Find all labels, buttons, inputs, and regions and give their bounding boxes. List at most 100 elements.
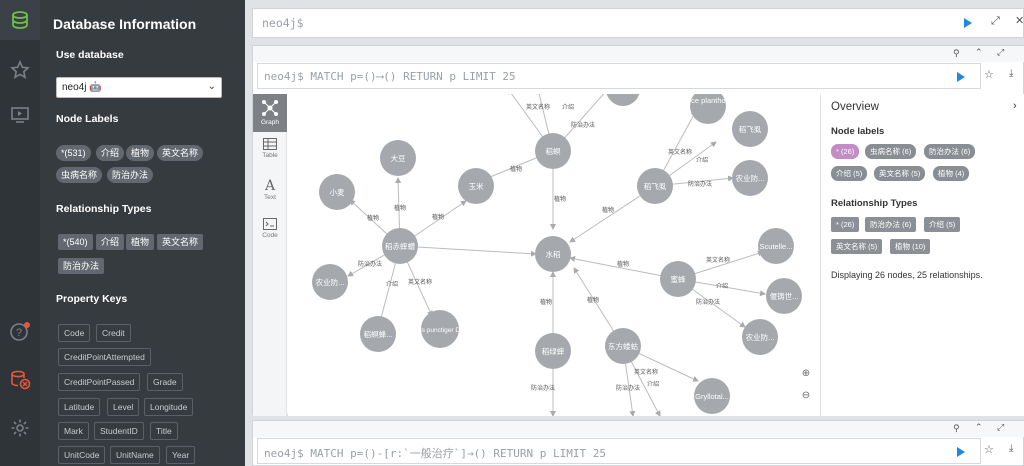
frame-query-bar[interactable]: neo4j$ MATCH p=()⟶() RETURN p LIMIT 25: [257, 63, 981, 89]
node-label-chip[interactable]: 介绍: [96, 145, 125, 161]
overview-node-chip[interactable]: 虫病名称 (6): [865, 144, 917, 159]
zoom-in-icon[interactable]: ⊕: [801, 368, 811, 379]
graph-node[interactable]: [637, 168, 673, 204]
node-label-chip[interactable]: 虫病名称: [56, 167, 103, 183]
property-key-chip[interactable]: Longitude: [144, 398, 194, 416]
property-key-chip[interactable]: Title: [150, 422, 178, 440]
database-icon[interactable]: [0, 0, 40, 40]
property-key-chip[interactable]: Mark: [58, 422, 89, 440]
query-editor[interactable]: neo4j$ ⤢ ✕: [252, 8, 1024, 38]
node-label-chip[interactable]: 防治办法: [107, 167, 154, 183]
relationship-type-chip[interactable]: *(540): [58, 234, 93, 250]
graph-node[interactable]: [535, 333, 571, 369]
fullscreen-icon[interactable]: ⤢: [997, 47, 1005, 57]
overview-title: Overview: [831, 101, 879, 113]
overview-node-chip[interactable]: 介绍 (5): [831, 166, 868, 181]
collapse-icon[interactable]: ⌃: [975, 47, 983, 57]
frame-query-bar[interactable]: neo4j$ MATCH p=()-[r:`一般治疗`]→() RETURN p…: [257, 438, 981, 464]
overview-node-chip[interactable]: * (26): [831, 144, 860, 159]
monitor-play-icon[interactable]: [0, 95, 40, 135]
overview-node-chip[interactable]: 防治办法 (6): [924, 144, 976, 159]
graph-node[interactable]: [360, 316, 396, 352]
view-switcher: Graph Table A Text Code: [253, 94, 287, 416]
database-info-drawer: Database Information Use database neo4j …: [40, 0, 245, 466]
graph-node[interactable]: [535, 236, 571, 272]
disconnected-db-icon[interactable]: [0, 360, 40, 400]
property-key-chip[interactable]: Year: [166, 446, 196, 464]
tab-code[interactable]: Code: [253, 218, 287, 248]
star-icon[interactable]: [0, 50, 40, 90]
chevron-right-icon[interactable]: ›: [1013, 100, 1017, 112]
graph-node[interactable]: [758, 228, 794, 264]
graph-node[interactable]: [732, 111, 768, 147]
pin-icon[interactable]: ⚲: [953, 423, 960, 433]
graph-node[interactable]: [732, 160, 768, 196]
graph-node[interactable]: [380, 140, 416, 176]
graph-node[interactable]: [660, 261, 696, 297]
download-icon[interactable]: ⤓: [1009, 443, 1014, 454]
overview-node-chip[interactable]: 英文名称 (5): [874, 166, 926, 181]
tab-table[interactable]: Table: [253, 138, 287, 168]
relationship-type-chip[interactable]: 英文名称: [157, 234, 204, 250]
node-label-chip[interactable]: *(531): [56, 145, 91, 161]
graph-node[interactable]: [421, 310, 459, 348]
node-label-chip[interactable]: 植物: [126, 145, 155, 161]
gear-icon[interactable]: [0, 408, 40, 448]
overview-relationship-chip[interactable]: 介绍 (5): [924, 217, 961, 232]
graph-node[interactable]: [690, 94, 726, 124]
expand-icon[interactable]: ⤢: [991, 15, 1000, 27]
database-select-value: neo4j 🤖: [62, 82, 102, 93]
graph-node[interactable]: [742, 319, 778, 355]
graph-node[interactable]: [766, 278, 802, 314]
rerun-query-button[interactable]: [957, 447, 965, 457]
relationship-label: 植物: [617, 260, 629, 268]
property-key-chip[interactable]: Credit: [96, 324, 131, 342]
relationship-label: 介绍: [696, 156, 708, 164]
property-key-chip[interactable]: UnitName: [110, 446, 160, 464]
help-icon[interactable]: ?: [0, 312, 40, 352]
tab-graph-label: Graph: [260, 119, 280, 126]
database-select[interactable]: neo4j 🤖 ⌄: [56, 77, 222, 98]
tab-text[interactable]: A Text: [253, 178, 287, 208]
relationship-label: 英文名称: [634, 368, 658, 376]
graph-node[interactable]: [606, 94, 640, 106]
graph-node[interactable]: [458, 168, 494, 204]
pin-icon[interactable]: ⚲: [953, 48, 960, 58]
overview-node-chip[interactable]: 植物 (4): [933, 166, 970, 181]
property-key-chip[interactable]: Latitude: [58, 398, 101, 416]
graph-node[interactable]: [605, 328, 641, 364]
overview-relationship-chip[interactable]: * (26): [831, 217, 860, 232]
frame-header: ⚲ ⌃ ⤢: [253, 46, 1024, 62]
overview-relationship-chip[interactable]: 防治办法 (6): [865, 217, 917, 232]
relationship-type-chip[interactable]: 防治办法: [58, 258, 105, 274]
close-icon[interactable]: ✕: [1015, 15, 1024, 27]
property-key-chip[interactable]: CreditPointAttempted: [58, 348, 151, 366]
graph-node[interactable]: [694, 378, 730, 414]
property-key-chip[interactable]: UnitCode: [58, 446, 106, 464]
zoom-out-icon[interactable]: ⊖: [801, 390, 811, 401]
overview-relationship-chip[interactable]: 英文名称 (5): [831, 239, 883, 254]
run-query-button[interactable]: [964, 18, 972, 28]
relationship-type-chip[interactable]: 介绍: [96, 234, 125, 250]
node-label-chip[interactable]: 英文名称: [157, 145, 204, 161]
property-key-chip[interactable]: Level: [107, 398, 140, 416]
property-key-chip[interactable]: CreditPointPassed: [58, 373, 141, 391]
tab-graph[interactable]: Graph: [253, 94, 287, 132]
graph-node[interactable]: [319, 174, 355, 210]
property-key-chip[interactable]: Grade: [147, 373, 183, 391]
graph-node[interactable]: [312, 264, 348, 300]
favorite-star-icon[interactable]: ☆: [984, 69, 994, 81]
graph-node[interactable]: [535, 133, 571, 169]
favorite-star-icon[interactable]: ☆: [984, 444, 994, 456]
property-key-chip[interactable]: Code: [58, 324, 91, 342]
overview-relationship-chip[interactable]: 植物 (10): [890, 239, 931, 254]
graph-canvas[interactable]: 英文名称 介绍 防治办法 植物 植物 植物 英文名称 介绍 防治办法 植物 植物…: [288, 94, 820, 416]
rerun-query-button[interactable]: [957, 72, 965, 82]
relationship-type-chip[interactable]: 植物: [126, 234, 155, 250]
graph-node[interactable]: [382, 228, 418, 264]
property-key-chip[interactable]: StudentID: [94, 422, 144, 440]
download-icon[interactable]: ⤓: [1009, 68, 1014, 79]
collapse-icon[interactable]: ⌃: [975, 422, 983, 432]
fullscreen-icon[interactable]: ⤢: [997, 422, 1005, 432]
graph-svg[interactable]: 英文名称 介绍 防治办法 植物 植物 植物 英文名称 介绍 防治办法 植物 植物…: [288, 94, 820, 416]
